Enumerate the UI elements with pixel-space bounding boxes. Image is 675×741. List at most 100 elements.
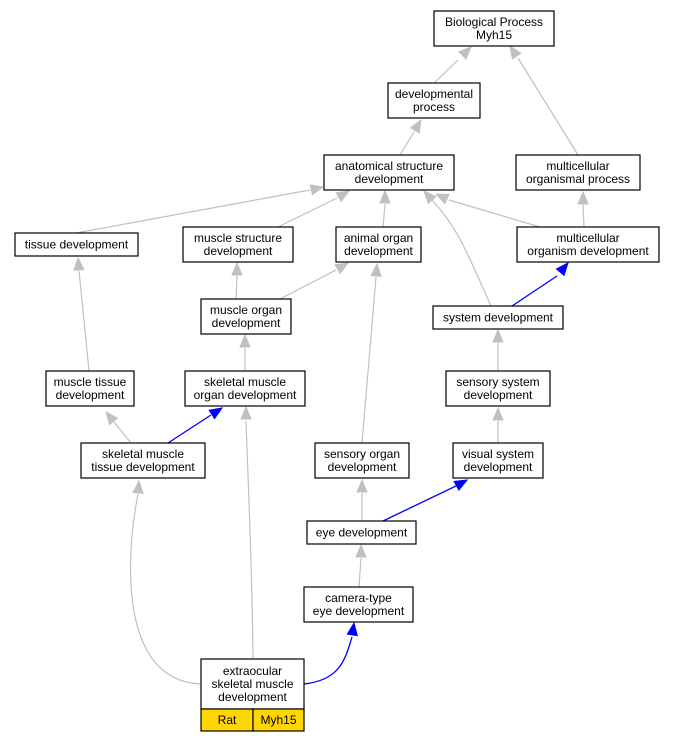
term-label-line: development [204, 244, 273, 258]
term-box [14, 232, 139, 257]
term-label-line: muscle organ [210, 303, 282, 317]
edge-line [431, 199, 492, 307]
term-label-line: skeletal muscle [204, 375, 286, 389]
arrowhead [132, 479, 144, 494]
term-label-line: development [212, 316, 281, 330]
edge-mtd-tissue [73, 256, 90, 372]
term-node-sysdev[interactable]: system development [432, 305, 564, 330]
arrowhead [240, 405, 252, 420]
term-box [182, 226, 294, 263]
edge-cted-eye [355, 543, 367, 588]
edge-esmd-smtd [129, 479, 201, 685]
term-label-line: development [355, 172, 424, 186]
term-label-line: skeletal muscle [102, 447, 184, 461]
term-label-line: animal organ [344, 231, 413, 245]
term-label-line: sensory organ [324, 447, 400, 461]
term-label-line: multicellular [546, 159, 609, 173]
arrowhead [423, 190, 437, 205]
term-box [432, 305, 564, 330]
edge-esmd-smod [240, 405, 254, 660]
term-label-line: organism development [527, 244, 649, 258]
edge-line [279, 269, 337, 300]
edge-eye-sod [356, 478, 368, 521]
term-label-line: system development [443, 311, 554, 325]
term-label-line: visual system [462, 447, 534, 461]
edge-line [75, 189, 311, 234]
edge-line [277, 197, 338, 228]
term-label-line: Biological Process [445, 15, 543, 29]
arrowhead [370, 262, 382, 277]
term-box [200, 298, 292, 335]
term-box [306, 520, 417, 545]
arrowhead [492, 406, 504, 421]
term-label-line: camera-type [325, 591, 392, 605]
term-box [323, 154, 455, 191]
term-node-eye[interactable]: eye development [306, 520, 417, 545]
edge-asd-devproc [399, 118, 422, 156]
edge-line [448, 199, 541, 228]
species-label: Rat [218, 713, 237, 727]
edge-line [399, 131, 415, 156]
term-box [314, 442, 410, 479]
arrowhead [458, 46, 472, 60]
term-box [184, 370, 306, 407]
term-label-line: Myh15 [476, 28, 512, 42]
edge-line [129, 493, 201, 685]
term-label-line: tissue development [91, 460, 195, 474]
term-box [452, 442, 544, 479]
term-label-line: organismal process [526, 172, 630, 186]
arrowhead [355, 543, 367, 558]
edge-line [582, 204, 585, 228]
edge-ssd-sysdev [492, 328, 504, 371]
term-label-line: development [218, 690, 287, 704]
term-label-line: anatomical structure [335, 159, 443, 173]
term-box [445, 370, 551, 407]
arrowhead [346, 621, 358, 637]
edge-line [113, 421, 132, 444]
arrowhead [356, 478, 368, 493]
edge-mod-asd [434, 193, 541, 228]
term-label-line: muscle tissue [54, 375, 127, 389]
edge-line [78, 270, 90, 372]
term-box [516, 226, 660, 263]
term-node-tissue[interactable]: tissue development [14, 232, 139, 257]
arrowhead [105, 410, 119, 426]
edge-line [303, 636, 353, 685]
edge-tissue-asd [75, 184, 325, 234]
edge-devproc-bp [433, 46, 472, 84]
arrowhead [334, 262, 350, 275]
term-label-line: sensory system [456, 375, 539, 389]
arrowhead [309, 184, 325, 196]
term-box [80, 442, 206, 479]
term-label-line: muscle structure [194, 231, 282, 245]
gene-label: Myh15 [260, 713, 296, 727]
arrowhead [555, 262, 569, 277]
term-label-line: development [56, 388, 125, 402]
edge-smod-muscleorg [239, 333, 251, 371]
term-box [387, 82, 481, 119]
arrowhead [434, 193, 450, 205]
edge-line [245, 420, 254, 660]
term-label-line: development [464, 460, 533, 474]
arrowhead [492, 328, 504, 343]
arrowhead [231, 261, 243, 276]
term-box [303, 586, 414, 623]
edge-aod-asd [379, 189, 391, 228]
